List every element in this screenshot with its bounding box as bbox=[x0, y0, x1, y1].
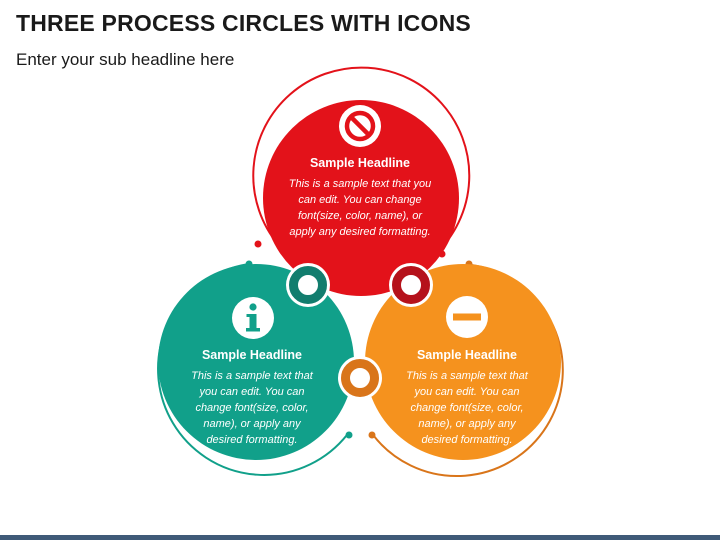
teal-body-line: This is a sample text that bbox=[191, 370, 314, 382]
no-entry-icon bbox=[339, 105, 381, 147]
page-subtitle: Enter your sub headline here bbox=[16, 50, 235, 69]
red-body-line: This is a sample text that you bbox=[289, 178, 431, 190]
red-body-line: font(size, color, name), or bbox=[298, 210, 423, 222]
teal-body-line: desired formatting. bbox=[206, 434, 297, 446]
orange-body-line: name), or apply any bbox=[418, 418, 517, 430]
orange-circle-text: Sample Headline This is a sample text th… bbox=[406, 348, 529, 446]
red-connector-ring bbox=[389, 263, 433, 307]
teal-circle-text: Sample Headline This is a sample text th… bbox=[191, 348, 314, 446]
orange-body-line: change font(size, color, bbox=[410, 402, 523, 414]
page-title: THREE PROCESS CIRCLES WITH ICONS bbox=[16, 10, 471, 36]
red-body-line: can edit. You can change bbox=[298, 194, 421, 206]
orange-connector-ring bbox=[338, 356, 382, 400]
red-body-line: apply any desired formatting. bbox=[289, 226, 430, 238]
orange-body-line: This is a sample text that bbox=[406, 370, 529, 382]
red-circle bbox=[263, 100, 459, 296]
minus-icon bbox=[446, 296, 488, 338]
teal-headline: Sample Headline bbox=[202, 348, 302, 362]
info-icon bbox=[232, 297, 274, 339]
orange-circle bbox=[365, 264, 561, 460]
orange-body-line: you can edit. You can bbox=[414, 386, 520, 398]
bottom-bar bbox=[0, 535, 720, 540]
red-headline: Sample Headline bbox=[310, 156, 410, 170]
orange-headline: Sample Headline bbox=[417, 348, 517, 362]
red-arc-dot-left bbox=[254, 240, 262, 248]
teal-body-line: you can edit. You can bbox=[199, 386, 305, 398]
teal-connector-ring bbox=[286, 263, 330, 307]
teal-body-line: name), or apply any bbox=[203, 418, 302, 430]
orange-body-line: desired formatting. bbox=[421, 434, 512, 446]
teal-circle bbox=[158, 264, 354, 460]
teal-arc-dot-bottom bbox=[345, 431, 353, 439]
orange-arc-dot-bottom bbox=[368, 431, 376, 439]
red-circle-text: Sample Headline This is a sample text th… bbox=[289, 156, 431, 238]
teal-body-line: change font(size, color, bbox=[195, 402, 308, 414]
red-outer-arc bbox=[252, 66, 471, 256]
